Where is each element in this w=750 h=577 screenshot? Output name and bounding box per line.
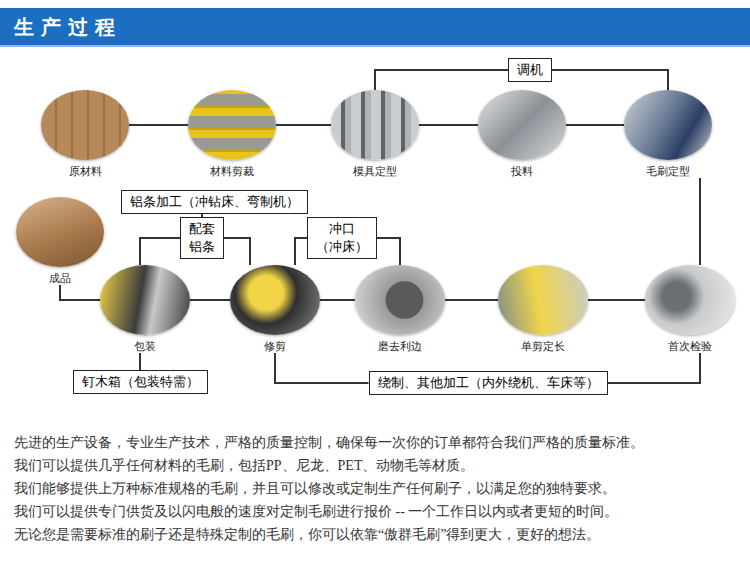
box-label: 调机 xyxy=(517,61,543,79)
connector-line xyxy=(224,238,250,265)
step-caption: 模具定型 xyxy=(331,164,419,178)
process-box: 铝条加工（冲钻床、弯制机） xyxy=(121,190,308,214)
process-photo: 包装 xyxy=(100,265,190,353)
photo-oval xyxy=(624,90,712,160)
connector-line xyxy=(320,299,355,301)
page-title: 生产过程 xyxy=(14,13,122,41)
step-caption: 磨去利边 xyxy=(355,339,445,353)
step-caption: 投料 xyxy=(478,164,566,178)
connector-line xyxy=(377,238,400,265)
connector-line xyxy=(276,124,331,126)
step-caption: 原材料 xyxy=(41,164,129,178)
process-photo: 首次检验 xyxy=(645,265,735,353)
step-caption: 修剪 xyxy=(230,339,320,353)
connector-line xyxy=(375,70,508,90)
photo-oval xyxy=(230,265,320,335)
process-box: 冲口 （冲床） xyxy=(307,217,377,259)
title-bar-underline xyxy=(0,45,750,47)
process-photo: 单剪定长 xyxy=(498,265,588,353)
notes-block: 先进的生产设备，专业生产技术，严格的质量控制，确保每一次你的订单都符合我们严格的… xyxy=(14,431,738,546)
process-photo: 投料 xyxy=(478,90,566,178)
description-line: 我们可以提供专门供货及以闪电般的速度对定制毛刷进行报价 -- 一个工作日以内或者… xyxy=(14,500,738,523)
box-label: 配套 铝条 xyxy=(189,220,215,256)
process-photo: 毛刷定型 xyxy=(624,90,712,178)
photo-oval xyxy=(355,265,445,335)
step-caption: 首次检验 xyxy=(645,339,735,353)
step-caption: 单剪定长 xyxy=(498,339,588,353)
connector-line xyxy=(588,299,645,301)
title-bar xyxy=(0,8,750,45)
process-box: 钉木箱（包装特需） xyxy=(73,370,208,394)
photo-oval xyxy=(478,90,566,160)
description-line: 无论您是需要标准的刷子还是特殊定制的毛刷，你可以依靠“傲群毛刷”得到更大，更好的… xyxy=(14,523,738,546)
connector-line xyxy=(419,124,478,126)
photo-oval xyxy=(41,90,129,160)
process-box: 绕制、其他加工（内外绕机、车床等） xyxy=(369,371,608,395)
description-line: 先进的生产设备，专业生产技术，严格的质量控制，确保每一次你的订单都符合我们严格的… xyxy=(14,431,738,454)
box-label: 铝条加工（冲钻床、弯制机） xyxy=(130,193,299,211)
step-caption: 成品 xyxy=(16,271,104,285)
photo-oval xyxy=(100,265,190,335)
connector-line xyxy=(566,124,624,126)
box-label: 绕制、其他加工（内外绕机、车床等） xyxy=(378,374,599,392)
step-caption: 材料剪裁 xyxy=(188,164,276,178)
process-box: 调机 xyxy=(508,58,552,82)
photo-oval xyxy=(645,265,735,335)
title-slot: 生产过程 xyxy=(14,13,122,41)
process-photo: 磨去利边 xyxy=(355,265,445,353)
box-label: 钉木箱（包装特需） xyxy=(82,373,199,391)
step-caption: 毛刷定型 xyxy=(624,164,712,178)
connector-line xyxy=(608,353,701,383)
photo-oval xyxy=(188,90,276,160)
connector-line xyxy=(295,238,307,265)
description-line: 我们可以提供几乎任何材料的毛刷，包括PP、尼龙、PET、动物毛等材质。 xyxy=(14,454,738,477)
connector-line xyxy=(699,178,701,265)
step-caption: 包装 xyxy=(100,339,190,353)
photo-oval xyxy=(331,90,419,160)
photo-oval xyxy=(16,197,104,267)
connector-line xyxy=(190,299,230,301)
connector-line xyxy=(139,353,141,370)
connector-line xyxy=(129,124,188,126)
process-photo: 模具定型 xyxy=(331,90,419,178)
photo-oval xyxy=(498,265,588,335)
process-box: 配套 铝条 xyxy=(180,217,224,259)
process-photo: 成品 xyxy=(16,197,104,285)
connector-line xyxy=(445,299,498,301)
connector-line xyxy=(140,238,180,265)
description-line: 我们能够提供上万种标准规格的毛刷，并且可以修改或定制生产任何刷子，以满足您的独特… xyxy=(14,477,738,500)
connector-line xyxy=(60,285,100,300)
process-photo: 修剪 xyxy=(230,265,320,353)
process-photo: 材料剪裁 xyxy=(188,90,276,178)
box-label: 冲口 （冲床） xyxy=(316,220,368,256)
connector-line xyxy=(275,353,369,383)
process-photo: 原材料 xyxy=(41,90,129,178)
connector-line xyxy=(552,70,668,90)
